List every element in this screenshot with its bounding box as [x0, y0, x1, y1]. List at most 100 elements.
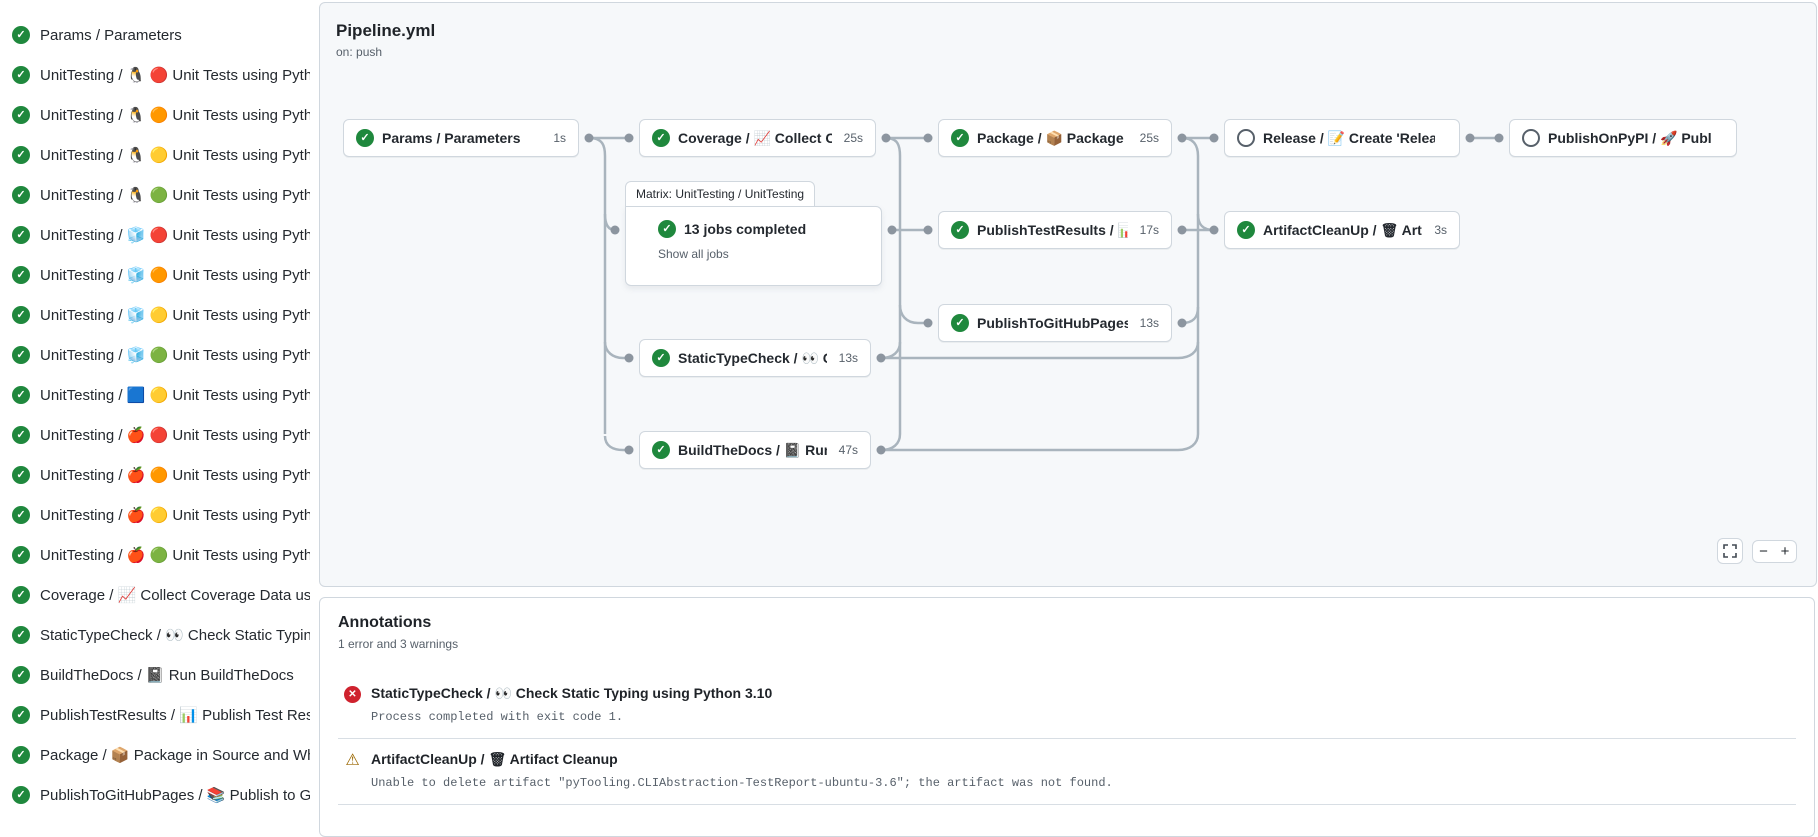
success-check-icon — [652, 129, 670, 147]
sidebar-job-item[interactable]: UnitTesting / 🍎 🟡 Unit Tests using Pyth.… — [0, 495, 316, 535]
sidebar-job-label: UnitTesting / 🍎 🟡 Unit Tests using Pyth.… — [40, 507, 310, 524]
success-check-icon — [12, 506, 30, 524]
success-check-icon — [12, 106, 30, 124]
zoom-in-button[interactable]: + — [1774, 540, 1797, 563]
sidebar-job-item[interactable]: UnitTesting / 🍎 🟢 Unit Tests using Pyth.… — [0, 535, 316, 575]
success-check-icon — [12, 146, 30, 164]
success-check-icon — [12, 746, 30, 764]
success-check-icon — [12, 786, 30, 804]
sidebar-job-item[interactable]: UnitTesting / 🐧 🟡 Unit Tests using Pyth.… — [0, 135, 316, 175]
success-check-icon — [12, 66, 30, 84]
sidebar-job-item[interactable]: UnitTesting / 🟦 🟡 Unit Tests using Pyth.… — [0, 375, 316, 415]
annotation-item: ArtifactCleanUp / 🗑 Artifact Cleanup Una… — [338, 739, 1796, 805]
job-list: Params / Parameters UnitTesting / 🐧 🔴 Un… — [0, 15, 316, 815]
sidebar-job-item[interactable]: BuildTheDocs / 📓 Run BuildTheDocs — [0, 655, 316, 695]
job-node-artifactcleanup[interactable]: ArtifactCleanUp / 🗑 Artifac... 3s — [1224, 211, 1460, 249]
annotation-message: Unable to delete artifact "pyTooling.CLI… — [371, 776, 1113, 790]
sidebar-job-item[interactable]: UnitTesting / 🧊 🟢 Unit Tests using Pyth.… — [0, 335, 316, 375]
matrix-summary: 13 jobs completed — [684, 221, 807, 237]
sidebar-job-item[interactable]: PublishTestResults / 📊 Publish Test Resu… — [0, 695, 316, 735]
job-node-package[interactable]: Package / 📦 Package in So... 25s — [938, 119, 1172, 157]
success-check-icon — [12, 706, 30, 724]
job-node-buildthedocs[interactable]: BuildTheDocs / 📓 Run Buil... 47s — [639, 431, 871, 469]
job-node-release[interactable]: Release / 📝 Create 'Release P... — [1224, 119, 1460, 157]
fullscreen-button[interactable] — [1717, 538, 1743, 564]
job-node-publishtestresults[interactable]: PublishTestResults / 📊 Pu... 17s — [938, 211, 1172, 249]
error-icon — [344, 686, 361, 703]
job-node-publishonpypi[interactable]: PublishOnPyPI / 🚀 Publish to ... — [1509, 119, 1737, 157]
success-check-icon — [12, 546, 30, 564]
job-node-publishtogithubpages[interactable]: PublishToGitHubPages / 📚 ... 13s — [938, 304, 1172, 342]
annotation-list: StaticTypeCheck / 👀 Check Static Typing … — [338, 673, 1796, 805]
success-check-icon — [12, 186, 30, 204]
sidebar-job-label: Params / Parameters — [40, 26, 182, 44]
success-check-icon — [652, 349, 670, 367]
success-check-icon — [12, 426, 30, 444]
annotations-title: Annotations — [338, 614, 432, 631]
sidebar-job-item[interactable]: Params / Parameters — [0, 15, 316, 55]
workflow-graph-panel[interactable]: Pipeline.yml on: push Params / Pa — [319, 2, 1817, 587]
success-check-icon — [951, 314, 969, 332]
sidebar-job-label: UnitTesting / 🐧 🟢 Unit Tests using Pyth.… — [40, 187, 310, 204]
success-check-icon — [951, 221, 969, 239]
annotation-job-title[interactable]: StaticTypeCheck / 👀 Check Static Typing … — [371, 685, 773, 701]
fullscreen-icon — [1723, 544, 1737, 558]
success-check-icon — [12, 346, 30, 364]
sidebar-job-label: PublishTestResults / 📊 Publish Test Resu… — [40, 707, 310, 724]
sidebar-job-label: UnitTesting / 🟦 🟡 Unit Tests using Pyth.… — [40, 387, 310, 404]
workflow-file-title: Pipeline.yml — [336, 21, 436, 40]
sidebar-job-label: Package / 📦 Package in Source and Wh... — [40, 747, 310, 764]
job-node-statictypecheck[interactable]: StaticTypeCheck / 👀 Chec... 13s — [639, 339, 871, 377]
sidebar-job-item[interactable]: UnitTesting / 🧊 🟡 Unit Tests using Pyth.… — [0, 295, 316, 335]
sidebar-job-item[interactable]: UnitTesting / 🐧 🔴 Unit Tests using Pyth.… — [0, 55, 316, 95]
sidebar-job-item[interactable]: PublishToGitHubPages / 📚 Publish to G... — [0, 775, 316, 815]
job-node-coverage[interactable]: Coverage / 📈 Collect Cove... 25s — [639, 119, 876, 157]
sidebar-job-label: Coverage / 📈 Collect Coverage Data usi..… — [40, 587, 310, 604]
success-check-icon — [1237, 221, 1255, 239]
skipped-circle-icon — [1522, 129, 1540, 147]
success-check-icon — [12, 386, 30, 404]
success-check-icon — [658, 220, 676, 238]
matrix-group-tab: Matrix: UnitTesting / UnitTesting — [625, 181, 816, 207]
success-check-icon — [12, 306, 30, 324]
warning-icon — [344, 752, 361, 769]
skipped-circle-icon — [1237, 129, 1255, 147]
sidebar-job-item[interactable]: StaticTypeCheck / 👀 Check Static Typing.… — [0, 615, 316, 655]
show-all-jobs-link[interactable]: Show all jobs — [658, 247, 729, 261]
graph-edges — [584, 133, 1504, 455]
annotations-summary: 1 error and 3 warnings — [338, 637, 459, 651]
success-check-icon — [12, 586, 30, 604]
sidebar-job-label: UnitTesting / 🐧 🟡 Unit Tests using Pyth.… — [40, 147, 310, 164]
sidebar-job-label: UnitTesting / 🍎 🟠 Unit Tests using Pyth.… — [40, 467, 310, 484]
sidebar-job-label: PublishToGitHubPages / 📚 Publish to G... — [40, 787, 310, 804]
workflow-trigger: on: push — [336, 45, 383, 59]
sidebar-job-label: UnitTesting / 🍎 🔴 Unit Tests using Pyth.… — [40, 427, 310, 444]
sidebar-job-item[interactable]: Coverage / 📈 Collect Coverage Data usi..… — [0, 575, 316, 615]
sidebar-job-label: UnitTesting / 🧊 🟢 Unit Tests using Pyth.… — [40, 347, 310, 364]
zoom-out-button[interactable]: − — [1752, 540, 1775, 563]
job-node-params[interactable]: Params / Parameters 1s — [343, 119, 579, 157]
sidebar-job-item[interactable]: UnitTesting / 🧊 🔴 Unit Tests using Pyth.… — [0, 215, 316, 255]
sidebar-job-item[interactable]: UnitTesting / 🍎 🟠 Unit Tests using Pyth.… — [0, 455, 316, 495]
matrix-group-box[interactable]: 13 jobs completed Show all jobs — [625, 206, 882, 286]
sidebar-job-label: UnitTesting / 🧊 🟡 Unit Tests using Pyth.… — [40, 307, 310, 324]
sidebar-job-item[interactable]: UnitTesting / 🧊 🟠 Unit Tests using Pyth.… — [0, 255, 316, 295]
success-check-icon — [12, 26, 30, 44]
success-check-icon — [12, 466, 30, 484]
success-check-icon — [12, 666, 30, 684]
annotation-item: StaticTypeCheck / 👀 Check Static Typing … — [338, 673, 1796, 739]
annotation-message: Process completed with exit code 1. — [371, 710, 624, 724]
success-check-icon — [12, 266, 30, 284]
annotations-panel: Annotations 1 error and 3 warnings Stati… — [319, 597, 1815, 837]
jobs-sidebar: Params / Parameters UnitTesting / 🐧 🔴 Un… — [0, 15, 316, 815]
sidebar-job-item[interactable]: Package / 📦 Package in Source and Wh... — [0, 735, 316, 775]
annotation-job-title[interactable]: ArtifactCleanUp / 🗑 Artifact Cleanup — [371, 751, 618, 767]
sidebar-job-label: StaticTypeCheck / 👀 Check Static Typing.… — [40, 627, 310, 644]
sidebar-job-item[interactable]: UnitTesting / 🐧 🟠 Unit Tests using Pyth.… — [0, 95, 316, 135]
sidebar-job-label: UnitTesting / 🐧 🟠 Unit Tests using Pyth.… — [40, 107, 310, 124]
sidebar-job-item[interactable]: UnitTesting / 🍎 🔴 Unit Tests using Pyth.… — [0, 415, 316, 455]
success-check-icon — [652, 441, 670, 459]
sidebar-job-item[interactable]: UnitTesting / 🐧 🟢 Unit Tests using Pyth.… — [0, 175, 316, 215]
success-check-icon — [356, 129, 374, 147]
sidebar-job-label: BuildTheDocs / 📓 Run BuildTheDocs — [40, 667, 294, 684]
